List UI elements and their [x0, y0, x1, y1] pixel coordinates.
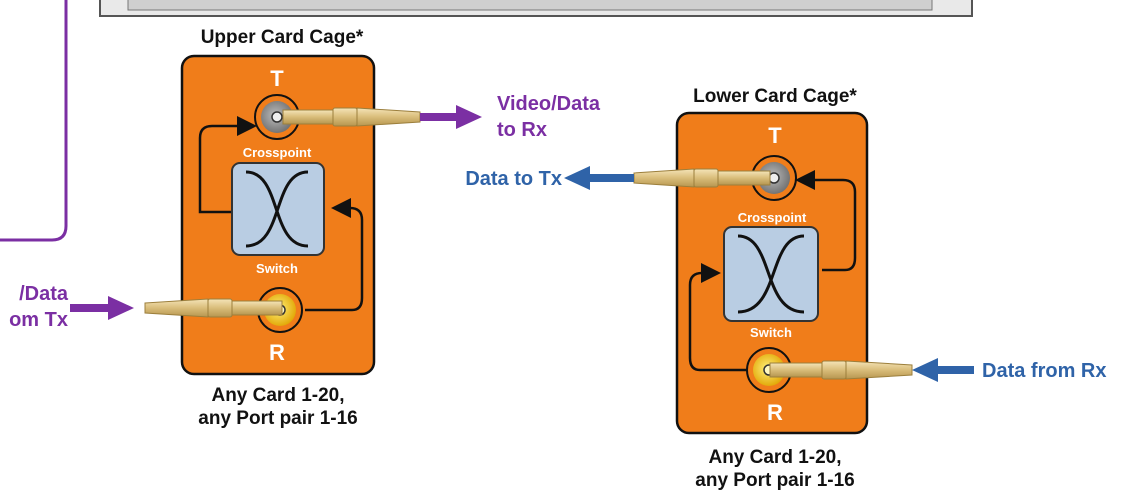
crosspoint-switch-icon — [231, 162, 325, 256]
lower-out-label: Data to Tx — [465, 168, 562, 190]
upper-footer-line2: any Port pair 1-16 — [198, 408, 357, 429]
lower-footer-line2: any Port pair 1-16 — [695, 470, 854, 491]
lower-loop-right — [795, 170, 857, 272]
upper-loop-right — [305, 198, 364, 312]
lower-port-t-label: T — [768, 123, 782, 148]
fiber-connector-icon — [282, 107, 421, 127]
upper-switch-label: Switch — [256, 261, 298, 276]
video-data-in-arrow — [70, 296, 134, 320]
data-to-tx-arrow — [564, 166, 634, 190]
lower-in-label: Data from Rx — [982, 360, 1106, 382]
lower-loop-left — [688, 263, 748, 372]
upper-cage-title: Upper Card Cage* — [201, 27, 364, 48]
transmit-port-icon — [751, 155, 797, 201]
upper-in-label-line1: /Data — [19, 283, 69, 305]
left-panel-outline — [0, 0, 68, 242]
chassis-top-bar — [99, 0, 973, 17]
lower-footer-line1: Any Card 1-20, — [708, 447, 841, 468]
fiber-connector-icon — [633, 168, 771, 188]
upper-port-t-label: T — [270, 66, 284, 91]
transmit-port-icon — [254, 94, 300, 140]
fiber-connector-icon — [144, 298, 283, 318]
lower-port-r-label: R — [767, 400, 783, 425]
upper-out-label-line1: Video/Data — [497, 93, 601, 115]
crosspoint-switch-icon — [723, 226, 819, 322]
upper-crosspoint-label: Crosspoint — [243, 145, 312, 160]
upper-in-label-line2: om Tx — [9, 309, 68, 331]
data-from-rx-arrow — [912, 358, 974, 382]
lower-switch-label: Switch — [750, 325, 792, 340]
lower-crosspoint-label: Crosspoint — [738, 210, 807, 225]
upper-loop-left — [198, 116, 257, 214]
lower-cage-title: Lower Card Cage* — [693, 86, 857, 107]
upper-footer-line1: Any Card 1-20, — [211, 385, 344, 406]
video-data-out-arrow — [420, 105, 482, 129]
upper-port-r-label: R — [269, 340, 285, 365]
fiber-connector-icon — [769, 360, 913, 380]
upper-out-label-line2: to Rx — [497, 119, 547, 141]
